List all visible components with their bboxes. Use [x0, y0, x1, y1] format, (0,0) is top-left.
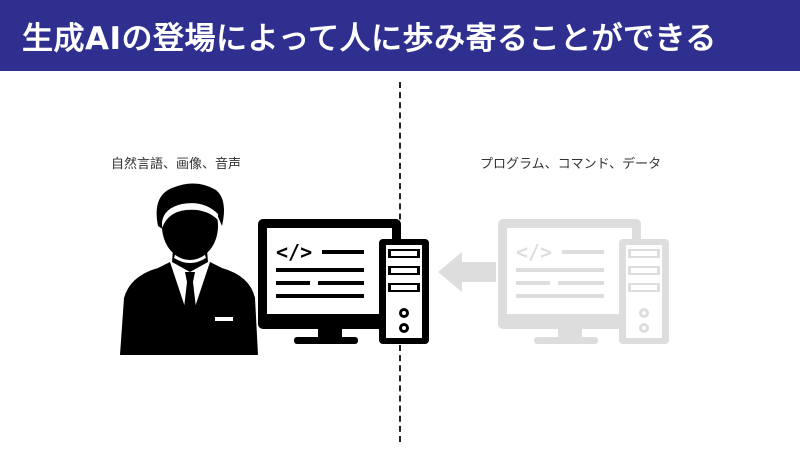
computer-icon-faded: </>: [498, 219, 669, 344]
arrow-left-icon: [438, 252, 496, 292]
title-banner: 生成AIの登場によって人に歩み寄ることができる: [0, 0, 800, 71]
page-title: 生成AIの登場によって人に歩み寄ることができる: [22, 21, 717, 57]
svg-text:</>: </>: [516, 240, 552, 264]
svg-text:</>: </>: [276, 240, 312, 264]
computer-icon: </>: [258, 219, 429, 344]
right-label: プログラム、コマンド、データ: [480, 157, 662, 172]
left-label: 自然言語、画像、音声: [111, 157, 242, 172]
businessman-icon: [120, 183, 258, 355]
